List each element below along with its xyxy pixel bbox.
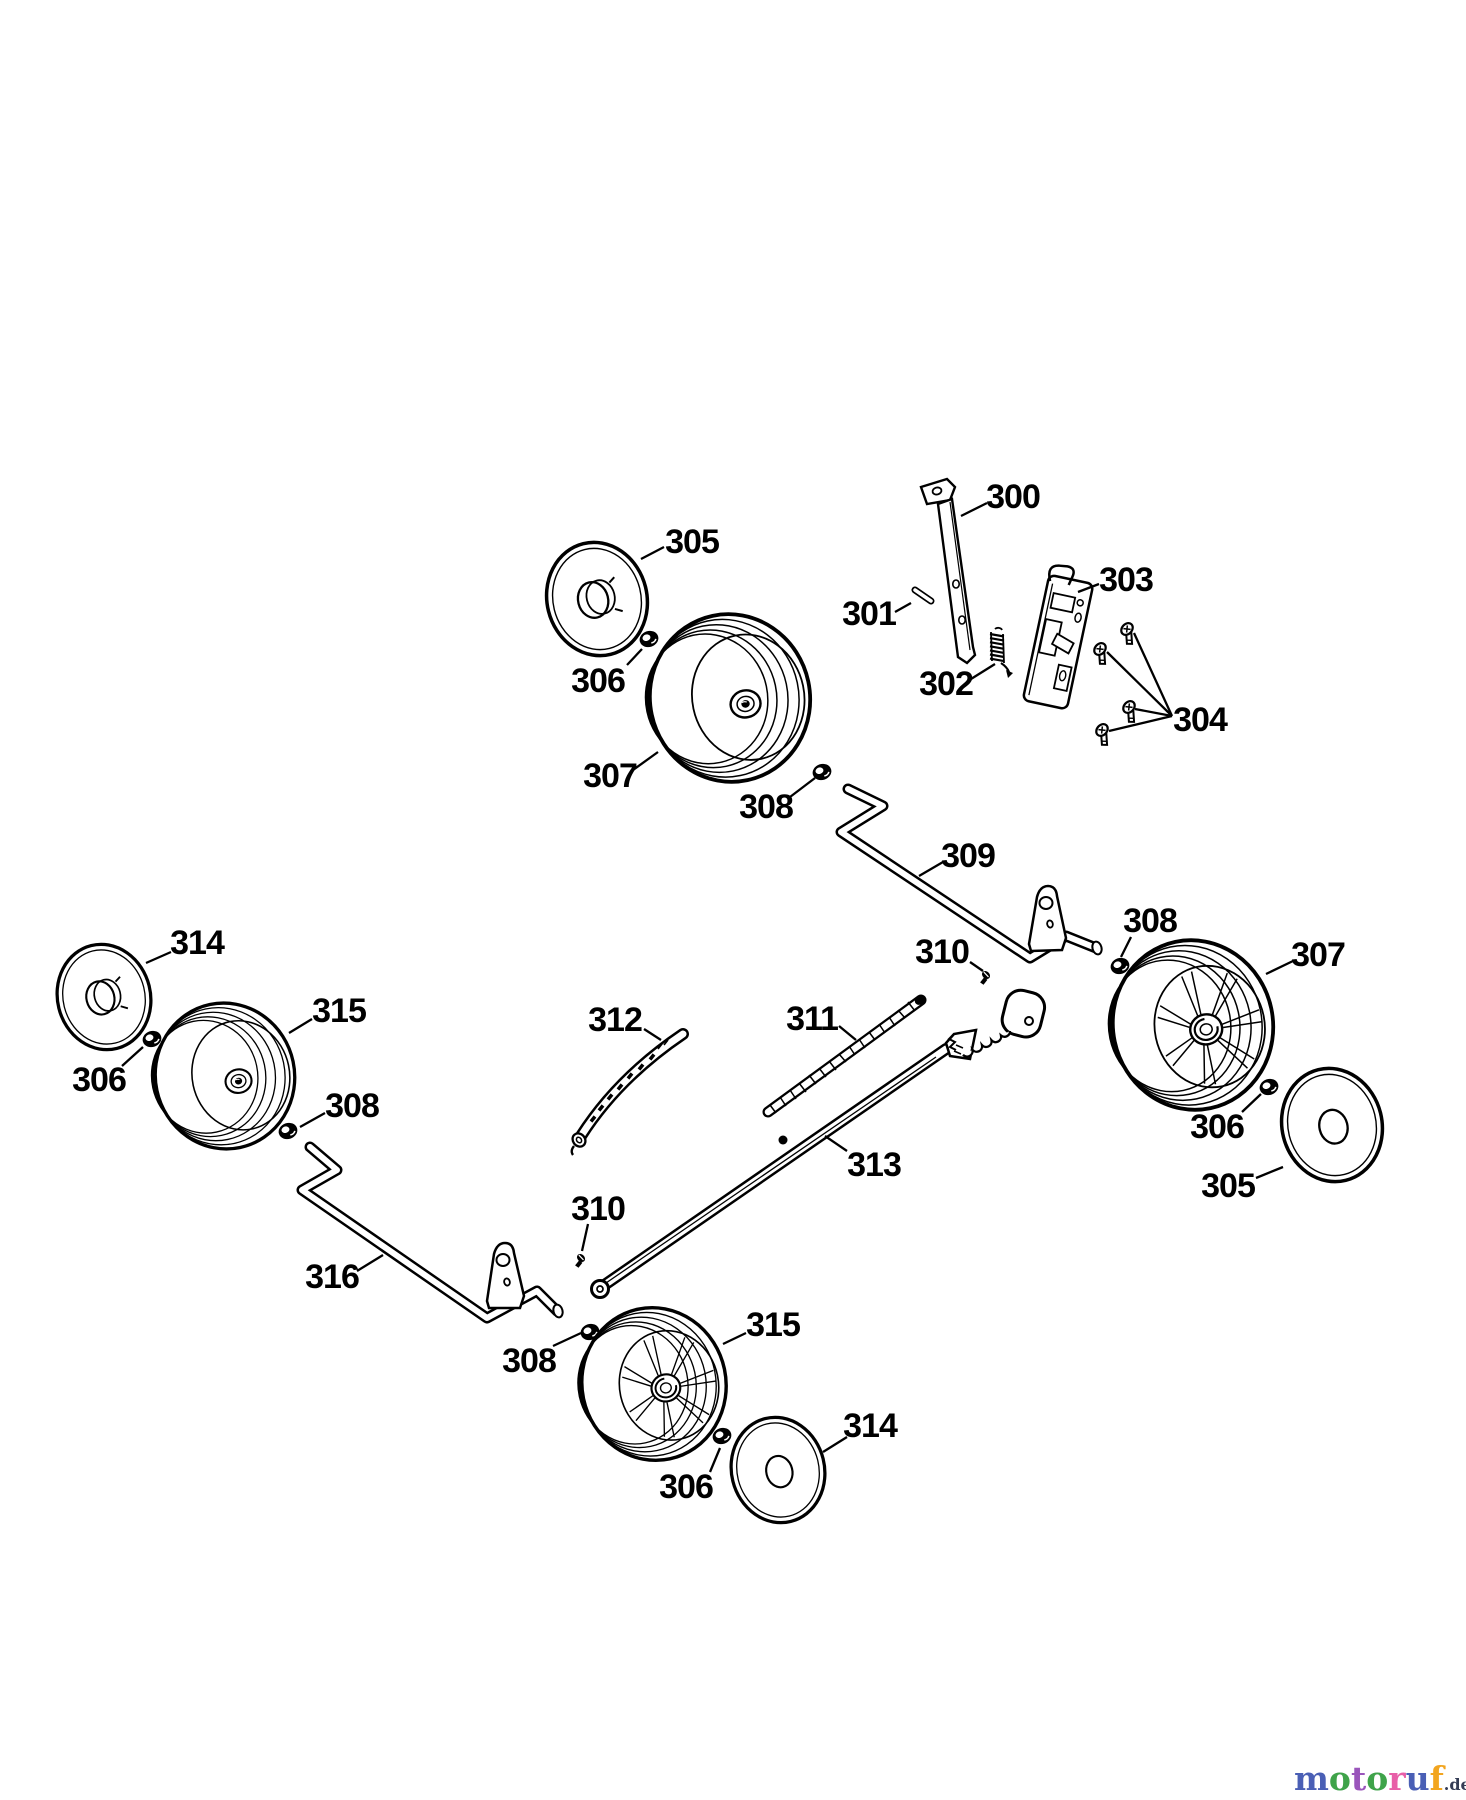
bracket-300 [919,477,977,665]
callout-306-left: 306 [72,1061,126,1099]
callout-310-upper: 310 [915,933,969,971]
hubcap-314-bottom [718,1405,838,1535]
callout-302: 302 [919,665,973,703]
callout-306-right: 306 [1190,1108,1244,1146]
callout-314-bottom: 314 [843,1407,898,1445]
pin-301 [911,586,935,605]
screw-310-upper [976,967,994,987]
callouts: 305 306 307 308 300 301 302 303 304 309 … [72,478,1346,1506]
callout-304: 304 [1173,701,1228,739]
callout-315-bottom: 315 [746,1306,800,1344]
logo-letter[interactable]: u [1406,1759,1430,1798]
logo-letter[interactable]: m [1294,1759,1329,1798]
callout-314-left: 314 [170,924,225,962]
hubcap-305-top-left [532,529,662,669]
callout-306-top-left: 306 [571,662,625,700]
rack-312 [570,1028,689,1156]
callout-300: 300 [986,478,1040,516]
callout-315-left: 315 [312,992,366,1030]
callout-301: 301 [842,595,896,633]
logo-letter[interactable]: o [1366,1759,1388,1798]
wheel-307-top-left [628,597,828,800]
callout-308-right: 308 [1123,902,1177,940]
screw-304-4 [1090,719,1118,749]
logo-letter[interactable]: t [1351,1759,1367,1798]
callout-307-right: 307 [1291,936,1345,974]
callout-309: 309 [941,837,995,875]
callout-312: 312 [588,1001,642,1039]
callout-305-top-left: 305 [665,523,719,561]
rod-311 [762,994,927,1118]
callout-303: 303 [1099,561,1153,599]
wheel-315-bottom [562,1292,743,1477]
logo-letter[interactable]: r [1388,1759,1406,1798]
axle-316 [296,1141,564,1324]
callout-313: 313 [847,1146,901,1184]
callout-310-lower: 310 [571,1190,625,1228]
lever-313 [590,988,1047,1299]
callout-308-top-left: 308 [739,788,793,826]
screw-304-2 [1088,638,1116,668]
callout-308-left: 308 [325,1087,379,1125]
motoruf-logo[interactable]: motoruf.de [1294,1759,1466,1798]
callout-306-bottom: 306 [659,1468,713,1506]
logo-letter[interactable]: f [1430,1759,1446,1798]
plate-303 [1022,564,1094,710]
logo-suffix[interactable]: .de [1444,1775,1466,1794]
callout-308-bottom: 308 [502,1342,556,1380]
screw-310-lower [571,1250,589,1270]
logo-letter[interactable]: o [1329,1759,1351,1798]
hubcap-305-right [1267,1055,1397,1195]
spring-302 [989,626,1013,678]
callout-307-top-left: 307 [583,757,637,795]
callout-305-right: 305 [1201,1167,1255,1205]
leader-lines [121,501,1294,1473]
callout-311: 311 [786,1000,838,1038]
callout-316: 316 [305,1258,359,1296]
axle-309 [835,783,1103,964]
